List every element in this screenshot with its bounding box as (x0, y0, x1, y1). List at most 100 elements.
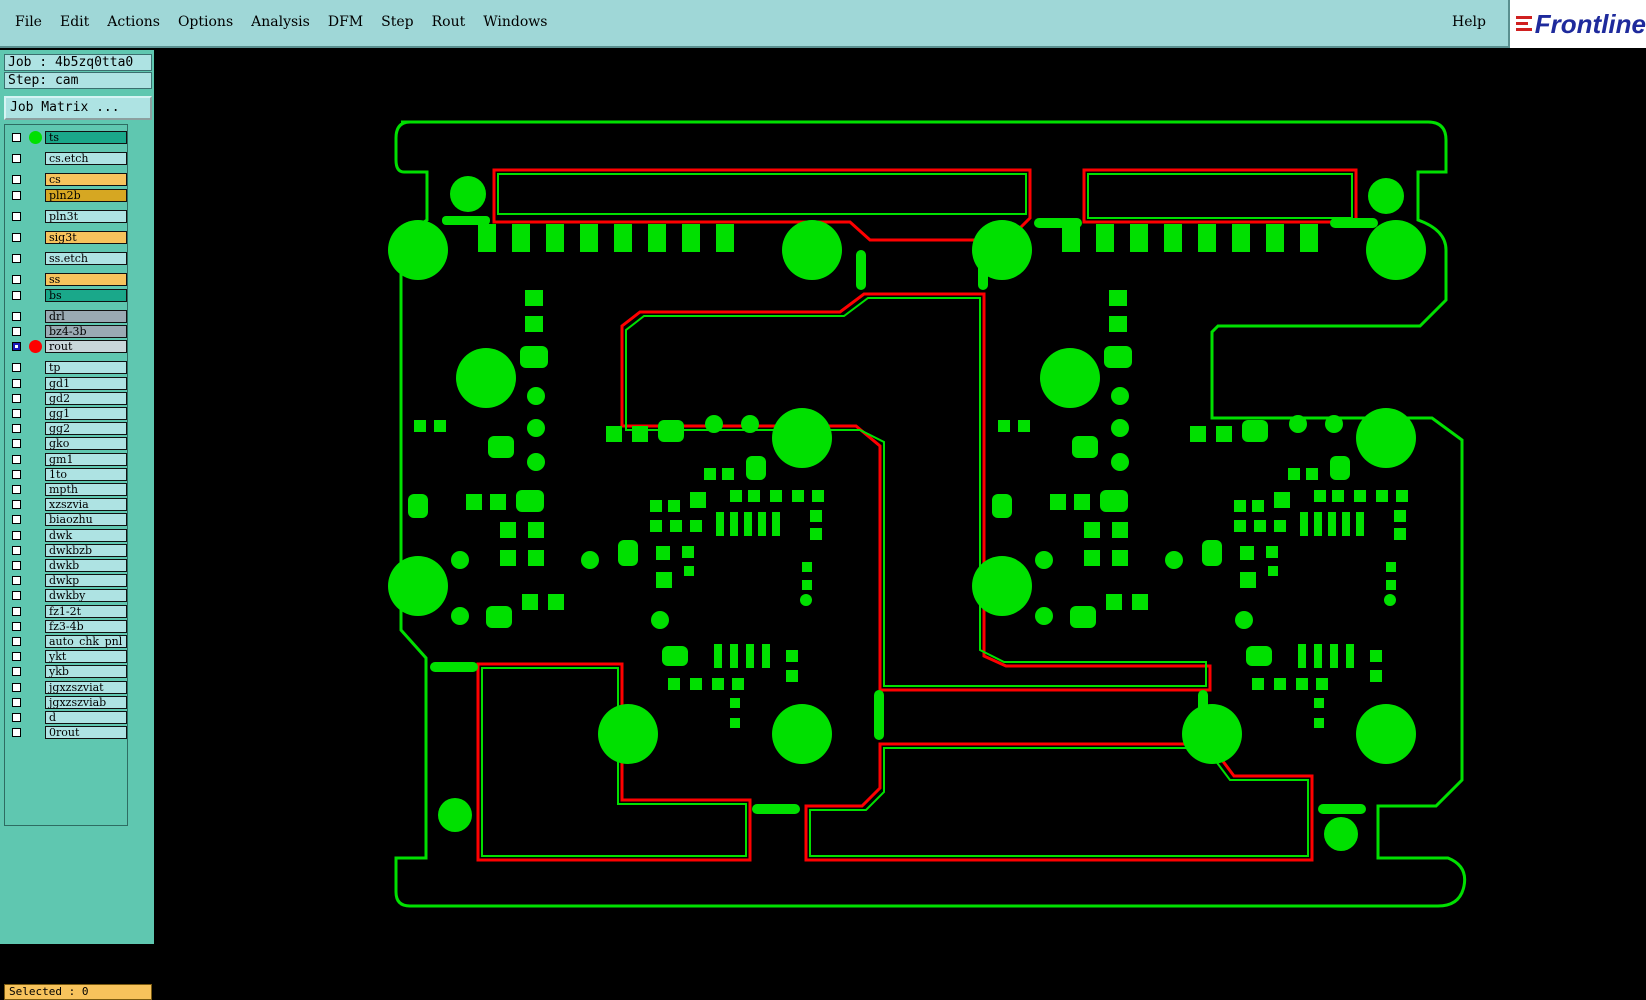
menu-rout[interactable]: Rout (431, 14, 466, 30)
layer-name[interactable]: ts (45, 131, 127, 144)
layer-row[interactable]: dwkp (9, 574, 129, 588)
layer-checkbox[interactable] (12, 190, 21, 200)
layer-name[interactable]: pln2b (45, 188, 127, 202)
layer-name[interactable]: ykb (45, 665, 127, 679)
layer-row[interactable]: dwk (9, 528, 129, 543)
layer-row[interactable]: tp (9, 361, 129, 375)
layer-row[interactable]: biaozhu (9, 513, 129, 527)
layer-row[interactable]: sig3t (9, 231, 129, 245)
layer-checkbox[interactable] (12, 133, 21, 142)
layer-checkbox[interactable] (12, 290, 21, 300)
layer-checkbox[interactable] (12, 175, 21, 185)
layer-row[interactable]: 0rout (9, 726, 129, 740)
layer-row[interactable]: gd1 (9, 376, 129, 391)
layer-checkbox[interactable] (12, 682, 21, 692)
layer-checkbox[interactable] (12, 469, 21, 479)
layer-name[interactable]: fz1-2t (45, 604, 127, 618)
menu-windows[interactable]: Windows (483, 14, 548, 30)
layer-checkbox[interactable] (12, 667, 21, 677)
layer-row[interactable]: bz4-3b (9, 325, 129, 339)
menu-actions[interactable]: Actions (107, 14, 160, 30)
layer-checkbox[interactable] (12, 576, 21, 586)
layer-checkbox[interactable] (12, 342, 21, 352)
layer-name[interactable]: ss (45, 273, 127, 287)
layer-row[interactable]: 1to (9, 467, 129, 482)
layer-name[interactable]: xzszvia (45, 498, 127, 512)
layer-checkbox[interactable] (12, 485, 21, 494)
layer-row[interactable]: auto_chk_pnl (9, 635, 129, 649)
layer-name[interactable]: tp (45, 361, 127, 375)
layer-row[interactable]: ykb (9, 665, 129, 679)
layer-name[interactable]: gg1 (45, 407, 127, 420)
layer-row[interactable]: bs (9, 288, 129, 303)
layer-checkbox[interactable] (12, 621, 21, 631)
menu-analysis[interactable]: Analysis (251, 14, 310, 30)
layer-name[interactable]: dwkp (45, 574, 127, 588)
layer-row[interactable]: dwkb (9, 559, 129, 573)
layer-name[interactable]: bz4-3b (45, 325, 127, 338)
layer-checkbox[interactable] (12, 454, 21, 464)
layer-row[interactable]: cs (9, 173, 129, 187)
layer-checkbox[interactable] (12, 652, 21, 662)
layer-name[interactable]: gm1 (45, 452, 127, 466)
layer-checkbox[interactable] (12, 713, 21, 722)
layer-name[interactable]: ss.etch (45, 252, 127, 266)
layer-name[interactable]: dwkby (45, 589, 127, 603)
layer-row[interactable]: fz3-4b (9, 619, 129, 634)
layer-name[interactable]: cs (45, 173, 127, 187)
layer-row[interactable]: dwkbzb (9, 543, 129, 558)
layer-row[interactable]: mpth (9, 483, 129, 497)
layer-checkbox[interactable] (12, 515, 21, 525)
layer-row[interactable]: xzszvia (9, 498, 129, 512)
layer-checkbox[interactable] (12, 311, 21, 321)
layer-checkbox[interactable] (12, 409, 21, 418)
layer-checkbox[interactable] (12, 561, 21, 570)
layer-row[interactable]: pln3t (9, 209, 129, 224)
layer-checkbox[interactable] (12, 275, 21, 285)
layer-row[interactable]: gg2 (9, 422, 129, 436)
layer-row[interactable]: cs.etch (9, 152, 129, 166)
layer-row[interactable]: gd2 (9, 391, 129, 406)
job-matrix-button[interactable]: Job Matrix ... (4, 96, 152, 120)
layer-checkbox[interactable] (12, 393, 21, 403)
layer-row[interactable]: ss (9, 273, 129, 287)
layer-row[interactable]: gm1 (9, 452, 129, 467)
layer-row[interactable]: fz1-2t (9, 604, 129, 619)
layer-name[interactable]: ykt (45, 650, 127, 664)
layer-name[interactable]: cs.etch (45, 152, 127, 166)
layer-row[interactable]: drl (9, 309, 129, 324)
menu-edit[interactable]: Edit (59, 14, 90, 30)
layer-name[interactable]: biaozhu (45, 513, 127, 527)
layer-checkbox[interactable] (12, 327, 21, 336)
layer-row[interactable]: dwkby (9, 589, 129, 603)
layer-name[interactable]: dwk (45, 528, 127, 542)
layer-checkbox[interactable] (12, 728, 21, 738)
layer-name[interactable]: 0rout (45, 726, 127, 740)
menu-file[interactable]: File (15, 14, 42, 30)
layer-checkbox[interactable] (12, 363, 21, 373)
layer-checkbox[interactable] (12, 606, 21, 616)
layer-checkbox[interactable] (12, 545, 21, 555)
layer-checkbox[interactable] (12, 439, 21, 449)
layer-name[interactable]: rout (45, 340, 127, 354)
layer-checkbox[interactable] (12, 637, 21, 646)
layer-name[interactable]: pln3t (45, 209, 127, 223)
layer-row[interactable]: jgxzszviat (9, 680, 129, 695)
layer-name[interactable]: dwkb (45, 559, 127, 572)
layer-row[interactable]: gg1 (9, 407, 129, 421)
layer-name[interactable]: gd1 (45, 376, 127, 390)
layer-checkbox[interactable] (12, 154, 21, 164)
menu-dfm[interactable]: DFM (327, 14, 364, 30)
layer-name[interactable]: mpth (45, 483, 127, 496)
layer-checkbox[interactable] (12, 378, 21, 388)
menu-step[interactable]: Step (381, 14, 414, 30)
layer-row[interactable]: rout (9, 340, 129, 354)
layer-checkbox[interactable] (12, 500, 21, 510)
layer-row[interactable]: ts (9, 131, 129, 145)
menu-help[interactable]: Help (1452, 14, 1486, 30)
layer-name[interactable]: drl (45, 309, 127, 323)
layer-name[interactable]: jgxzszviab (45, 695, 127, 709)
layer-name[interactable]: sig3t (45, 231, 127, 244)
layer-row[interactable]: pln2b (9, 188, 129, 203)
layer-row[interactable]: gko (9, 437, 129, 451)
